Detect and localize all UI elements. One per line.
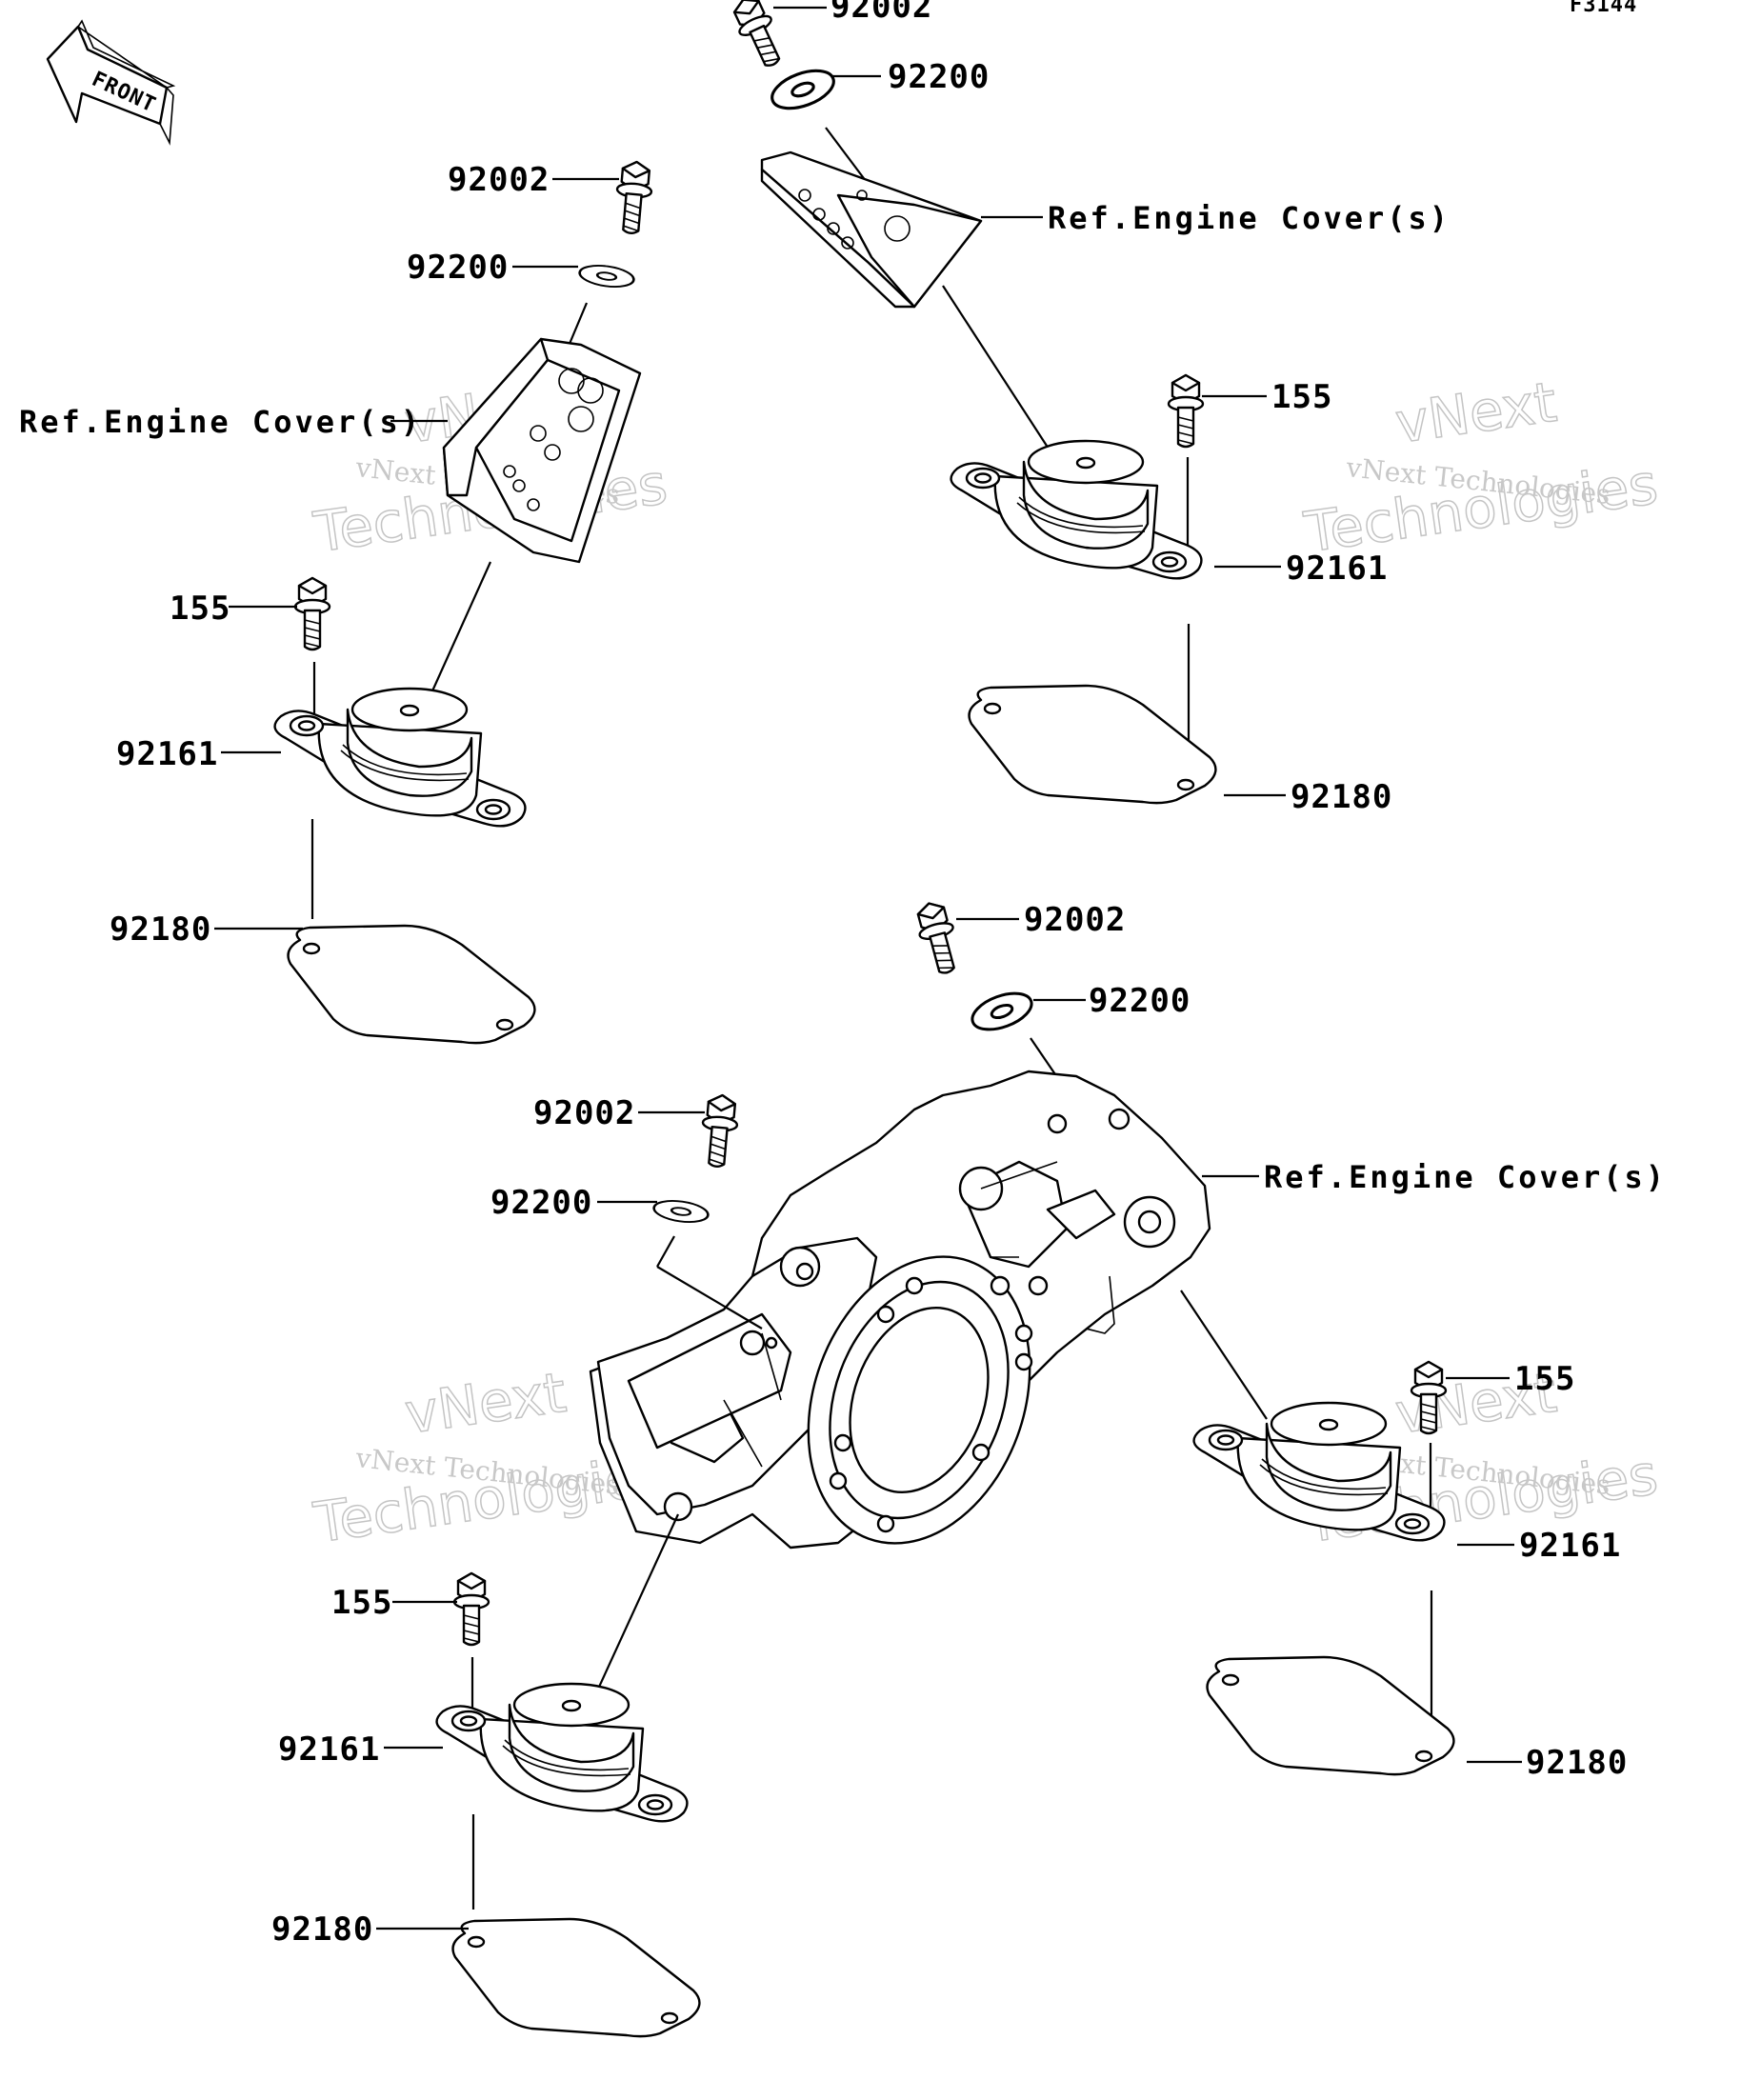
top-left-mount-92161: 92161: [116, 687, 527, 828]
engine-cover-casing: [589, 1070, 1211, 1550]
bottom-right-screw-155: 155: [1410, 1360, 1575, 1435]
top-right-plate-92180: 92180: [968, 684, 1392, 816]
bottom-left-screw-155: 155: [331, 1571, 490, 1647]
mid-bolt-92002: 92002: [911, 897, 1126, 978]
label-tl-mount: 92161: [116, 735, 218, 773]
label-tr-plate: 92180: [1291, 778, 1392, 816]
label-br-screw: 155: [1514, 1360, 1575, 1398]
front-arrow-icon: FRONT: [46, 19, 176, 146]
diagram-code: F3144: [1570, 0, 1637, 17]
label-mid-washer: 92200: [1089, 982, 1191, 1020]
label-br-plate: 92180: [1526, 1744, 1628, 1782]
top-bolt-92002: 92002: [726, 0, 932, 73]
label-ml-bolt: 92002: [533, 1094, 635, 1132]
bottom-left-plate-92180: 92180: [271, 1910, 701, 2038]
bottom-right-mount-92161: 92161: [1192, 1401, 1621, 1565]
top-washer-92200: 92200: [765, 58, 990, 118]
label-bl-mount: 92161: [278, 1730, 380, 1769]
label-top-bolt: 92002: [830, 0, 932, 26]
label-top-washer: 92200: [888, 58, 990, 96]
label-tl-plate: 92180: [110, 910, 211, 949]
label-tl-washer: 92200: [407, 249, 509, 287]
top-left-bolt-92002: 92002: [448, 159, 655, 236]
label-tr-mount: 92161: [1286, 550, 1388, 588]
top-left-washer-92200: 92200: [407, 249, 637, 291]
label-ml-washer: 92200: [490, 1184, 592, 1222]
label-tl-bolt: 92002: [448, 161, 550, 199]
mid-washer-92200: 92200: [966, 982, 1191, 1038]
svg-text:vNext: vNext: [401, 1360, 570, 1447]
ref-label-mid-right: Ref.Engine Cover(s): [1264, 1159, 1667, 1195]
svg-text:vNext: vNext: [1391, 370, 1560, 456]
watermark-top-right: vNext Technologies vNext Technologies: [1299, 369, 1662, 566]
ref-label-top-right: Ref.Engine Cover(s): [1048, 200, 1451, 236]
top-left-screw-155: 155: [170, 576, 331, 651]
mid-left-bolt-92002: 92002: [533, 1092, 741, 1170]
ref-label-left: Ref.Engine Cover(s): [19, 404, 422, 440]
label-mid-bolt: 92002: [1024, 901, 1126, 939]
bottom-left-mount-92161: 92161: [278, 1682, 689, 1823]
top-left-plate-92180: 92180: [110, 910, 536, 1045]
label-tl-screw: 155: [170, 590, 230, 628]
label-bl-screw: 155: [331, 1584, 392, 1622]
top-left-bracket: [442, 337, 642, 564]
label-br-mount: 92161: [1519, 1527, 1621, 1565]
top-right-screw-155: 155: [1167, 373, 1332, 449]
mid-left-washer-92200: 92200: [490, 1184, 711, 1227]
top-right-bracket: [760, 150, 983, 309]
bottom-right-plate-92180: 92180: [1206, 1655, 1628, 1782]
top-right-mount-92161: 92161: [950, 439, 1388, 588]
label-tr-screw: 155: [1271, 378, 1332, 416]
label-bl-plate: 92180: [271, 1910, 373, 1949]
